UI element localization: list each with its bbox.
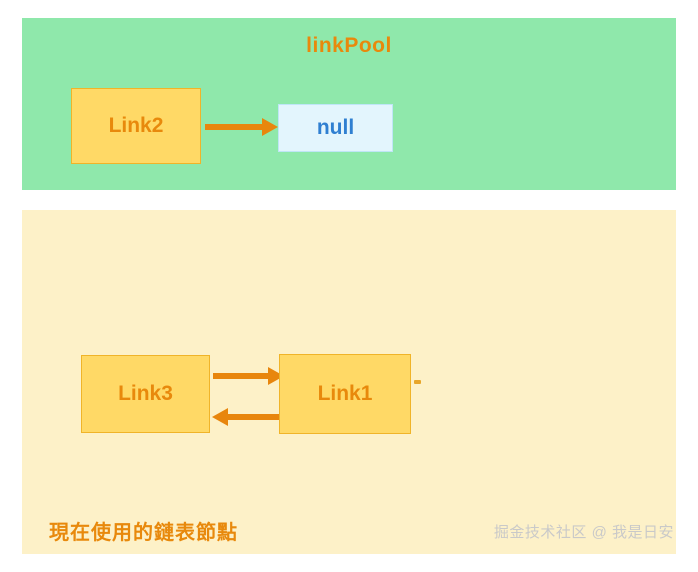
arrow-head-icon [262,118,278,136]
node-link3: Link3 [81,355,210,433]
watermark: 掘金技术社区 @ 我是日安 [493,524,674,541]
node-link1: Link1 [279,354,411,434]
node-null: null [278,104,393,152]
link1-tail-mark-icon [414,380,421,384]
arrow-head-icon [212,408,228,426]
arrow-shaft [205,124,263,130]
arrow-shaft [213,373,269,379]
active-panel-caption: 現在使用的鏈表節點 [49,522,238,544]
arrow-shaft [227,414,283,420]
node-link2: Link2 [71,88,201,164]
link-pool-title: linkPool [306,34,392,57]
